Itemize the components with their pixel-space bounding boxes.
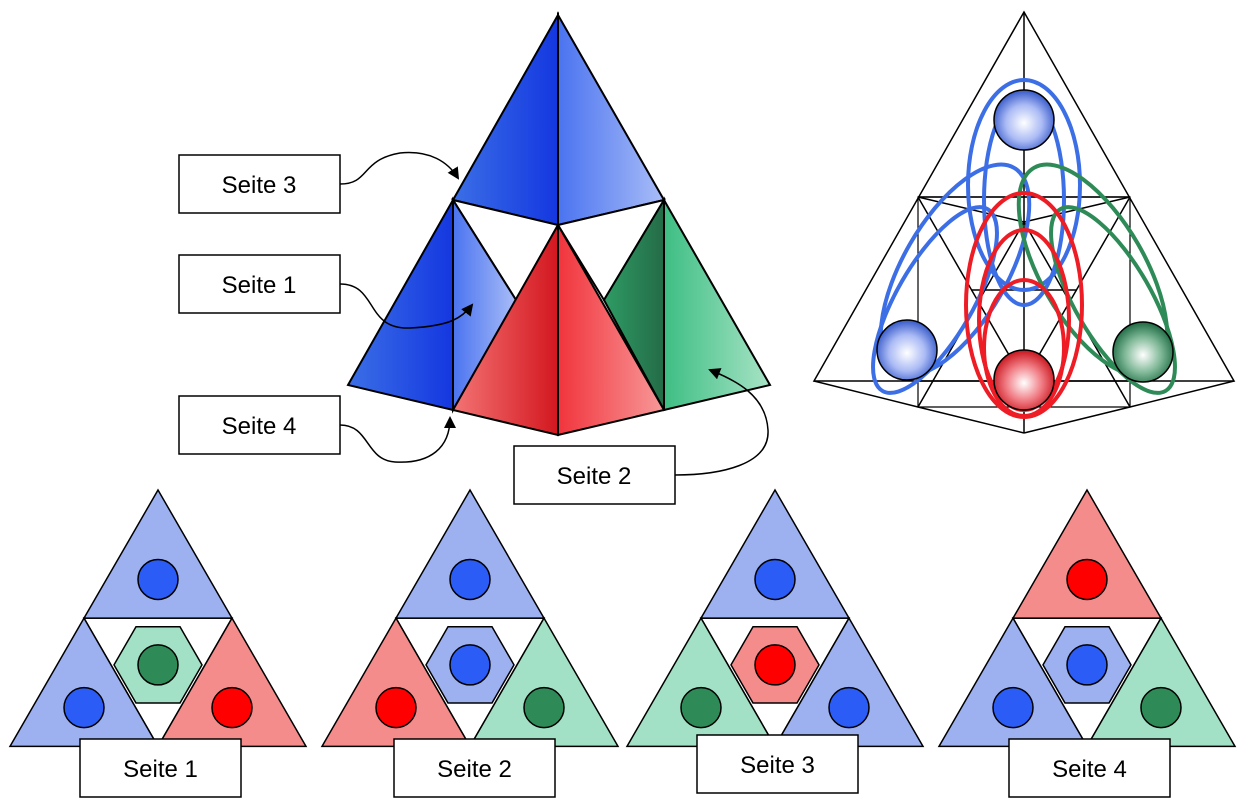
sphere-red-bottom [993, 349, 1055, 411]
svg-text:Seite 3: Seite 3 [222, 172, 297, 199]
net-top-dot [754, 558, 796, 601]
net-top-triangle [394, 488, 546, 619]
net-left-dot [63, 686, 105, 729]
net-label-box [79, 738, 242, 798]
net-label-box [696, 734, 859, 794]
middle-red-right-face [557, 221, 666, 437]
rings [871, 78, 1177, 419]
net-top-triangle [699, 488, 851, 619]
net-right-dot [1140, 686, 1182, 729]
pyramid-3d [346, 11, 772, 437]
net-top-triangle [1011, 488, 1163, 619]
sphere-blue-top [993, 89, 1055, 151]
net-center-dot [1066, 644, 1108, 686]
net-center-dot [137, 644, 179, 686]
net-2: Seite 2 [320, 488, 620, 798]
net-4: Seite 4 [937, 488, 1237, 798]
net-label-box [393, 738, 556, 798]
net-left-dot [992, 686, 1034, 729]
net-top-dot [137, 558, 179, 601]
top-blue-left-face [451, 11, 559, 227]
net-label: Seite 2 [437, 756, 512, 783]
net-label: Seite 4 [1052, 756, 1127, 783]
net-top-dot [1066, 558, 1108, 601]
right-green-right-face [663, 196, 772, 412]
net-left-dot [375, 686, 417, 729]
label-seite-3-top: Seite 3 [178, 154, 341, 214]
arrow-seite-4 [339, 416, 456, 463]
sphere-blue-left [876, 319, 938, 381]
svg-text:Seite 1: Seite 1 [222, 272, 297, 299]
net-3: Seite 3 [625, 488, 925, 794]
net-label: Seite 1 [123, 756, 198, 783]
net-right-dot [828, 686, 870, 729]
net-center-dot [449, 644, 491, 686]
net-top-dot [449, 558, 491, 601]
arrow-seite-2 [674, 368, 769, 476]
net-right-dot [211, 686, 253, 729]
svg-text:Seite 2: Seite 2 [557, 463, 632, 490]
label-seite-4-top: Seite 4 [178, 395, 341, 455]
label-seite-2-top: Seite 2 [513, 445, 676, 505]
net-center-dot [754, 644, 796, 686]
net-label: Seite 3 [740, 752, 815, 779]
bottom-nets: Seite 1 Seite 2 Seite 3 Seite 4 [8, 488, 1237, 798]
label-seite-1-top: Seite 1 [178, 254, 341, 314]
arrow-seite-3 [339, 151, 460, 185]
sphere-green-right [1112, 321, 1174, 383]
arrow-seite-1 [339, 283, 474, 329]
net-top-triangle [82, 488, 234, 619]
net-left-dot [680, 686, 722, 729]
spheres [876, 89, 1174, 411]
net-right-dot [523, 686, 565, 729]
net-label-box [1008, 738, 1171, 798]
net-1: Seite 1 [8, 488, 308, 798]
top-blue-right-face [557, 11, 666, 227]
left-blue-left-face [346, 196, 454, 412]
svg-text:Seite 4: Seite 4 [222, 413, 297, 440]
